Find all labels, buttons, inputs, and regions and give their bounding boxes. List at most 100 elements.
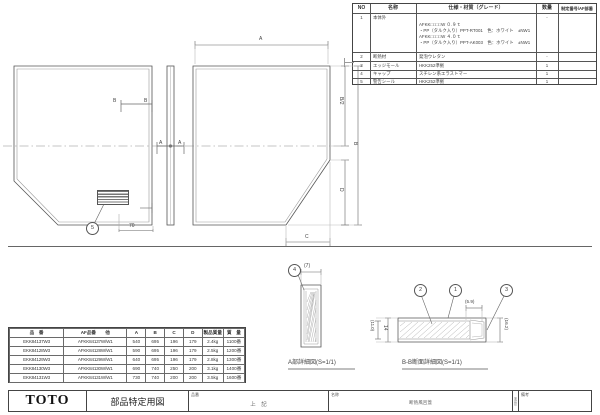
spec-header-qty: 数量 [541, 5, 552, 11]
dim-B: B [352, 142, 358, 146]
spec-cell-spec-2: 発泡ウレタン [419, 54, 446, 59]
title-block: TOTO 部品特定用図 品番 上 記 名称 断熱風呂蓋 承認印 備考 [8, 390, 592, 412]
dims-header-5: D [182, 328, 203, 338]
dims-cell: 196 [164, 346, 184, 356]
dims-cell: 740 [145, 373, 166, 383]
spec-cell-no-3: 3 [360, 63, 363, 68]
dims-header-2: A [126, 328, 147, 338]
section-mark-b-right: B [144, 98, 148, 104]
balloon-5: 5 [86, 222, 99, 235]
table-row: EKK84130W3 AFKK84130W/W1 690 740 250 200… [8, 364, 246, 374]
product-code-field: 品番 上 記 [189, 391, 329, 411]
spec-leader-tick [344, 58, 345, 67]
dims-cell: 179 [182, 355, 203, 365]
detail-a-title: A部詳細図(S=1/1) [288, 360, 336, 366]
dim-C: C [305, 234, 309, 240]
dims-cell: 1400番 [222, 364, 246, 374]
dims-header-0: 品 番 [8, 328, 65, 338]
section-mark-a-right: A [178, 140, 182, 146]
dims-cell: 740 [145, 364, 166, 374]
dims-cell: 695 [145, 337, 166, 347]
product-code-value: 上 記 [250, 402, 267, 408]
dims-cell: 640 [126, 355, 147, 365]
dims-header-4: C [164, 328, 184, 338]
remarks-field: 備考 [519, 391, 591, 411]
spec-cell-spec-5: HKK252準拠 [419, 79, 445, 84]
spec-cell-name-4: キャップ [373, 71, 391, 76]
dim-bb-thickness-14: 14 [382, 325, 388, 331]
remarks-label: 備考 [521, 392, 529, 397]
spec-header-no: NO [357, 5, 366, 11]
dims-cell: EKK84131W3 [8, 373, 65, 383]
brand-logo: TOTO [9, 391, 87, 411]
dimensions-table-grid: 品 番 AF品番 他 A B C D 製品質量 質 量 EKK84137W3 A… [8, 328, 246, 383]
spec-table: NO 名称 仕様・材質（グレード） 数量 制定番号/AF部番 1 本体外 AFK… [352, 3, 597, 85]
dims-cell: 2.5kg [201, 346, 224, 356]
approval-stamp-column: 承認印 [513, 391, 519, 411]
table-row: EKK84128W3 AFKK84128W/W1 590 695 196 179… [8, 346, 246, 356]
dims-cell: 196 [164, 355, 184, 365]
spec-cell-name-2: 断熱材 [373, 54, 387, 59]
dims-header-6: 製品質量 [201, 328, 224, 338]
dims-cell: EKK84129W3 [8, 355, 65, 365]
sheet-divider [8, 246, 592, 247]
dim-70: 70 [129, 223, 135, 229]
dims-cell: 179 [182, 346, 203, 356]
dims-cell: EKK84130W3 [8, 364, 65, 374]
part-name-label: 名称 [331, 392, 339, 397]
dims-cell: 1200番 [222, 346, 246, 356]
spec-cell-name-3: エッジモール [373, 63, 400, 68]
dims-cell: 695 [145, 346, 166, 356]
section-mark-b-left: B [113, 98, 117, 104]
dims-cell: 179 [182, 337, 203, 347]
spec-cell-no-5: 5 [360, 79, 363, 84]
dims-cell: AFKK84131W/W1 [63, 373, 128, 383]
dims-cell: 2.8kg [201, 355, 224, 365]
approval-stamp-label: 承認印 [513, 396, 518, 406]
dim-detail-a-width: (7) [304, 263, 311, 269]
dim-A: A [259, 36, 263, 42]
dims-cell: EKK84128W3 [8, 346, 65, 356]
dim-bb-thickness-110: (11.0) [370, 320, 375, 332]
dims-cell: 250 [164, 364, 184, 374]
spec-cell-qty-5: 1 [545, 79, 549, 84]
dimensions-table: 品 番 AF品番 他 A B C D 製品質量 質 量 EKK84137W3 A… [8, 327, 246, 383]
dims-cell: EKK84137W3 [8, 337, 65, 347]
dims-header-3: B [145, 328, 166, 338]
dims-cell: AFKK84129W/W1 [63, 355, 128, 365]
dims-cell: 2.4kg [201, 337, 224, 347]
spec-cell-qty-3: 1 [545, 63, 549, 68]
dims-cell: 695 [145, 355, 166, 365]
spec-cell-no-2: 2 [360, 54, 363, 59]
table-row: EKK84129W3 AFKK84129W/W1 640 695 196 179… [8, 355, 246, 365]
detail-bb-title: B-B断面詳細図(S=1/1) [402, 360, 462, 366]
dim-D: D [338, 188, 344, 192]
dims-cell: AFKK84128W/W1 [63, 346, 128, 356]
balloon-3: 3 [500, 284, 513, 297]
dim-bb-59: (5.9) [465, 299, 475, 304]
section-mark-a-left: A [159, 140, 163, 146]
spec-cell-qty-1: - [546, 15, 548, 20]
dims-cell: 690 [126, 364, 147, 374]
spec-cell-no-1: 1 [360, 15, 363, 20]
dims-cell: AFKK84137W/W1 [63, 337, 128, 347]
dims-cell: 1300番 [222, 355, 246, 365]
dims-cell: AFKK84130W/W1 [63, 364, 128, 374]
table-header-row: 品 番 AF品番 他 A B C D 製品質量 質 量 [8, 328, 246, 338]
balloon-1: 1 [449, 284, 462, 297]
dims-cell: 200 [182, 364, 203, 374]
dims-header-7: 質 量 [222, 328, 246, 338]
spec-cell-no-4: 4 [360, 71, 363, 76]
part-name-field: 名称 断熱風呂蓋 [329, 391, 513, 411]
spec-cell-spec-1: AFKK□□□□W ０.９ｔ ・PP（タルク入り）PPT-RT001 色：ホワイ… [419, 22, 531, 45]
dim-bb-height: (16.2) [504, 318, 509, 331]
dims-cell: 730 [126, 373, 147, 383]
spec-header-spec: 仕様・材質（グレード） [448, 5, 504, 11]
dims-cell: 540 [126, 337, 147, 347]
spec-cell-qty-4: 1 [545, 71, 549, 76]
dims-table-body: EKK84137W3 AFKK84137W/W1 540 695 196 179… [8, 337, 246, 383]
spec-leader-line [344, 62, 354, 63]
spec-cell-qty-2: - [546, 54, 548, 59]
balloon-4: 4 [288, 264, 301, 277]
